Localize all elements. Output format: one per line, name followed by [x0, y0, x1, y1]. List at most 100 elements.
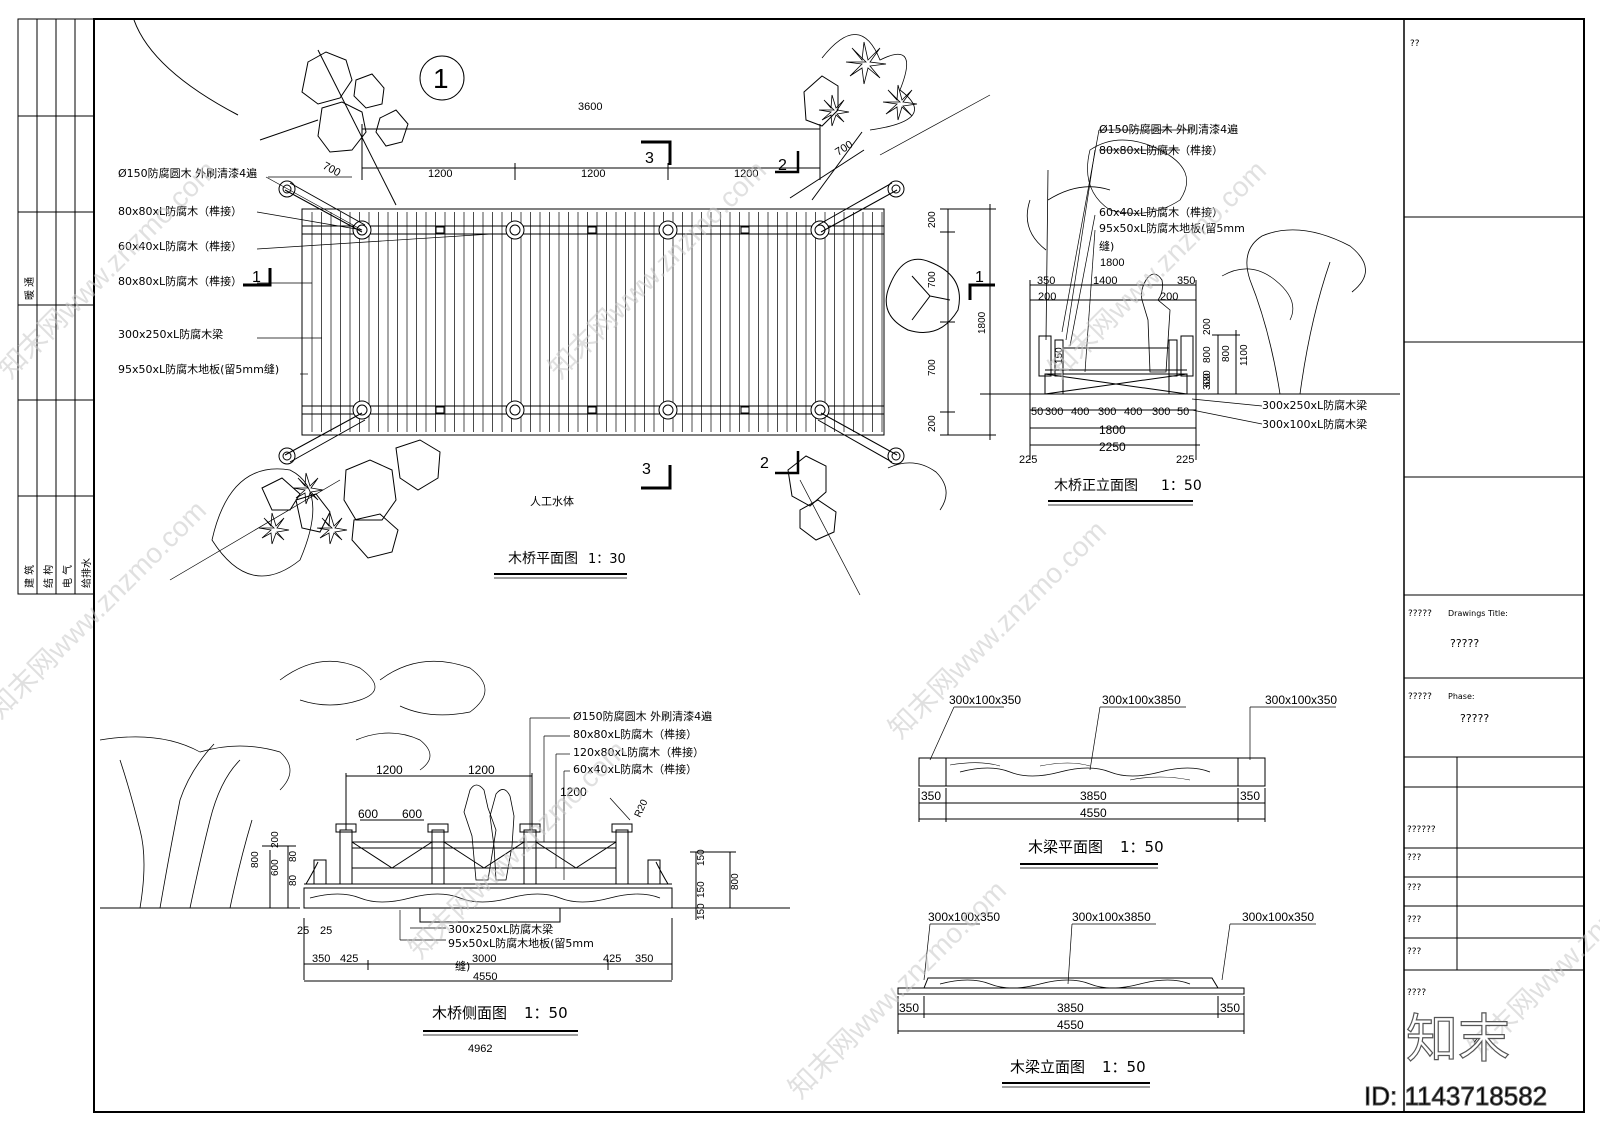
side-dim-right-0: 150	[696, 849, 707, 866]
front-note-3: 95x50xL防腐木地板(留5mm	[1099, 221, 1245, 235]
side-dim-top-2: 1200	[560, 785, 587, 799]
sheet-border	[93, 18, 1585, 1113]
side-elevation	[99, 660, 790, 982]
tb-row-4: ???	[1407, 947, 1422, 957]
plan-marker: 1	[433, 63, 449, 94]
plan-post	[662, 404, 674, 416]
plan-section-mark-2a: 2	[778, 157, 787, 174]
front-dim-top-5: 200	[1160, 291, 1178, 303]
tb-row-2: ???	[1407, 883, 1422, 893]
strip-label-elec: 电 气	[61, 565, 74, 588]
watermark-text: 知末网www.znzmo.com	[882, 514, 1112, 744]
front-dim-bot-5: 300	[1152, 406, 1170, 418]
front-dim-right-2: 800	[1202, 346, 1213, 363]
side-note-5: 95x50xL防腐木地板(留5mm	[448, 936, 594, 950]
beam-plan-title: 木梁平面图	[1028, 838, 1103, 856]
plan-dim-span-2: 1200	[734, 168, 758, 180]
watermark-text: 知末网www.znzmo.com	[0, 494, 212, 724]
side-note-4: 300x250xL防腐木梁	[448, 922, 553, 936]
side-dim-left-0: 800	[250, 851, 261, 868]
tb-top: ??	[1410, 39, 1420, 49]
front-note-0: Ø150防腐圆木 外刷清漆4遍	[1099, 122, 1238, 136]
plan-post	[662, 224, 674, 236]
plan-dim-total: 3600	[578, 101, 602, 113]
side-note-2: 120x80xL防腐木（榫接）	[573, 745, 704, 759]
tb-row-0: ??????	[1407, 825, 1436, 835]
plan-section-mark-2b: 2	[760, 455, 769, 472]
side-note-3: 60x40xL防腐木（榫接）	[573, 762, 697, 776]
side-dim-left-1: 200	[270, 831, 281, 848]
front-dim-top-4: 200	[1038, 291, 1056, 303]
front-scale: 1：50	[1161, 478, 1202, 494]
plan-baluster	[740, 406, 750, 414]
side-dim-left-2: 600	[270, 859, 281, 876]
strip-label-arch: 建 筑	[23, 565, 36, 588]
beam-elev-dim-1: 3850	[1057, 1001, 1084, 1015]
front-dim-right-5: 300	[1202, 373, 1213, 390]
side-dim-left-3: 80	[288, 850, 299, 862]
beam-plan	[918, 706, 1336, 822]
front-note-5: 300x250xL防腐木梁	[1262, 398, 1367, 412]
front-dim-right-0: 150	[1054, 347, 1065, 364]
beam-elev-title: 木梁立面图	[1010, 1058, 1085, 1076]
plan-section-mark-3a: 3	[645, 150, 654, 167]
watermark-id: ID: 1143718582	[1364, 1081, 1547, 1111]
beam-plan-dim-0: 350	[921, 789, 941, 803]
plan-post	[814, 224, 826, 236]
side-title: 木桥侧面图	[432, 1004, 507, 1022]
plan-dim-right-3: 200	[927, 415, 938, 432]
plan-post	[509, 404, 521, 416]
side-dim-right-1: 800	[730, 873, 741, 890]
side-dim-top-1: 1200	[468, 763, 495, 777]
tb-drawings-title-val: ?????	[1450, 637, 1479, 650]
front-dim-bot-4: 400	[1124, 406, 1142, 418]
beam-elev-dim-2: 350	[1220, 1001, 1240, 1015]
strip-label-struct: 结 构	[42, 565, 55, 588]
watermark-logo: 知末	[1406, 1010, 1510, 1070]
plan-note-5: 95x50xL防腐木地板(留5mm缝)	[118, 362, 279, 376]
beam-elev-note-2: 300x100x350	[1242, 910, 1314, 924]
beam-plan-dim-3: 4550	[1080, 806, 1107, 820]
front-dim-top-1: 1400	[1093, 275, 1117, 287]
plan-plants	[258, 41, 918, 545]
beam-elev-scale: 1：50	[1102, 1058, 1146, 1076]
plan-section-mark-1a: 1	[252, 269, 261, 286]
front-dim-right-3: 800	[1221, 345, 1232, 362]
tb-phase-cn: ?????	[1408, 692, 1432, 702]
plan-note-1: 80x80xL防腐木（榫接）	[118, 204, 242, 218]
plan-dim-right-total: 1800	[977, 311, 988, 334]
plan-dim-right-1: 700	[927, 271, 938, 288]
tb-bottom: ????	[1407, 988, 1426, 998]
plan-dim-diag-0: 700	[321, 160, 343, 179]
plan-post	[356, 404, 368, 416]
beam-plan-note-2: 300x100x350	[1265, 693, 1337, 707]
watermarks: 知末网www.znzmo.com 知末网www.znzmo.com 知末网www…	[0, 154, 1600, 1104]
plan-water-label: 人工水体	[530, 494, 574, 508]
tb-y: Y	[1471, 1038, 1478, 1048]
beam-plan-dim-1: 3850	[1080, 789, 1107, 803]
side-dim-top-3: 600	[358, 807, 378, 821]
plan-note-2: 60x40xL防腐木（榫接）	[118, 239, 242, 253]
plan-baluster	[740, 226, 750, 234]
beam-elev-dim-3: 4550	[1057, 1018, 1084, 1032]
watermark-text: 知末网www.znzmo.com	[542, 154, 772, 384]
front-dim-top-0: 1800	[1100, 257, 1124, 269]
side-dim-bot-7: 4550	[473, 971, 497, 983]
plan-section-mark-3b: 3	[642, 461, 651, 478]
strip-label-hvac: 暖 通	[23, 277, 36, 300]
side-r20: R20	[633, 798, 651, 820]
side-dim-bot-2: 350	[312, 953, 330, 965]
front-dim-right-1: 630	[1202, 370, 1213, 387]
beam-elev-note-1: 300x100x3850	[1072, 910, 1151, 924]
side-dim-bot-3: 425	[340, 953, 358, 965]
beam-elev-dim-0: 350	[899, 1001, 919, 1015]
front-dim-top-2: 350	[1037, 275, 1055, 287]
front-dim-225b: 225	[1176, 454, 1194, 466]
side-note-0: Ø150防腐圆木 外刷清漆4遍	[573, 709, 712, 723]
side-scale: 1：50	[524, 1004, 568, 1022]
side-dim-bot-0: 25	[297, 925, 309, 937]
plan-title: 木桥平面图	[508, 551, 578, 567]
front-dim-top-3: 350	[1177, 275, 1195, 287]
strip-label-plumb: 给排水	[80, 558, 93, 588]
